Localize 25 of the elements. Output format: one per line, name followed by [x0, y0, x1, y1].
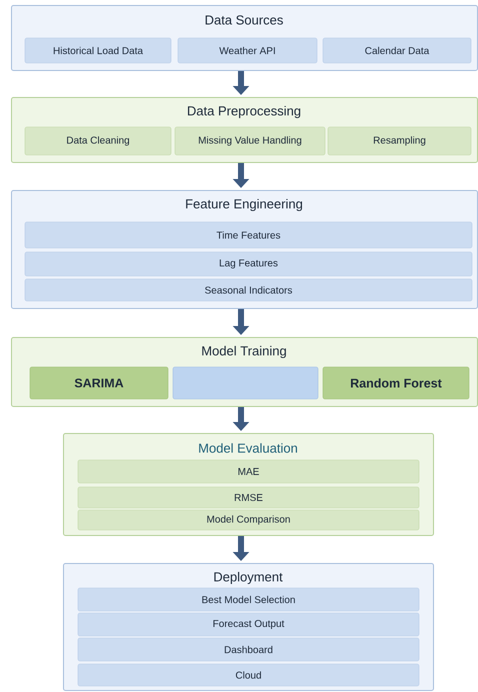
item-box: Weather API	[178, 38, 318, 64]
item-box: Forecast Output	[78, 612, 420, 636]
item-box: Historical Load Data	[24, 38, 172, 64]
item-box: Seasonal Indicators	[24, 278, 472, 302]
item-box: Calendar Data	[322, 38, 472, 64]
item-box: Data Cleaning	[24, 126, 172, 156]
item-box: MAE	[78, 460, 420, 484]
section-title: Deployment	[214, 572, 283, 584]
item-box: Cloud	[78, 664, 420, 686]
item-box: Lag Features	[24, 252, 472, 276]
section-title: Model Evaluation	[199, 443, 297, 453]
item-box	[172, 366, 318, 400]
section-title: Feature Engineering	[186, 198, 302, 212]
item-box: RMSE	[78, 486, 420, 508]
section-title: Model Training	[202, 346, 286, 358]
item-box: Time Features	[24, 222, 472, 248]
section-title: Data Sources	[206, 15, 283, 25]
section-title: Data Preprocessing	[188, 106, 300, 118]
item-box: Missing Value Handling	[174, 126, 326, 156]
item-box: Model Comparison	[78, 510, 420, 530]
item-box: SARIMA	[30, 366, 168, 400]
item-box: Best Model Selection	[78, 588, 420, 612]
item-box: Resampling	[328, 126, 472, 156]
item-box: Dashboard	[78, 638, 420, 662]
item-box: Random Forest	[322, 366, 470, 400]
